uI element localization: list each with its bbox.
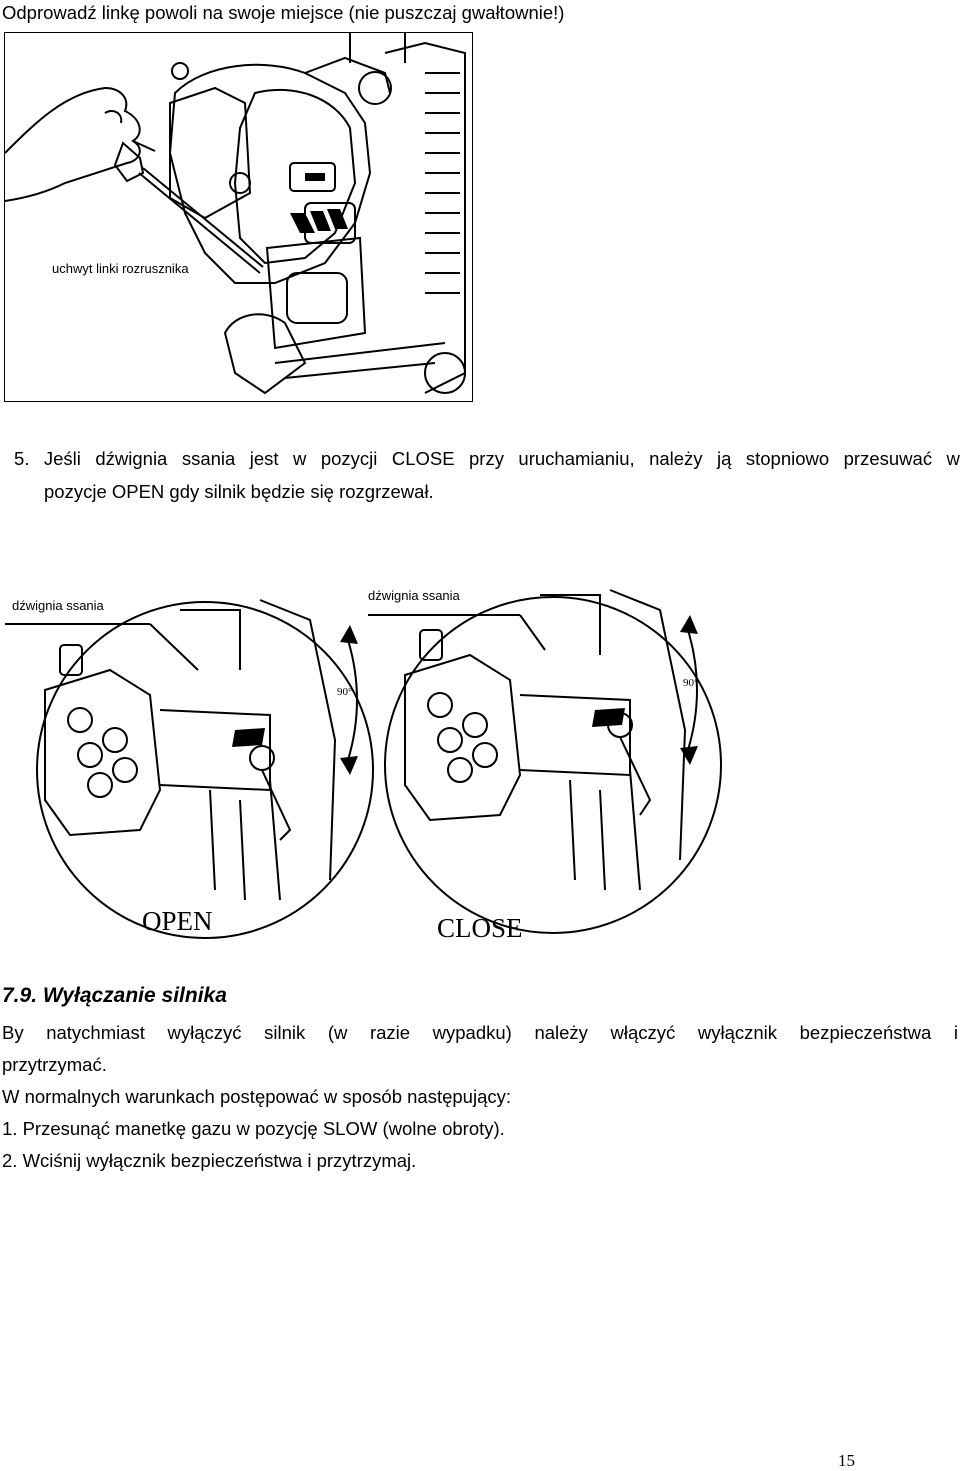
list-item-1: 1. Przesunąć manetkę gazu w pozycję SLOW… (2, 1118, 505, 1139)
word: By (2, 1022, 24, 1043)
word: 5. (14, 448, 30, 469)
close-angle-label: 90° (683, 677, 698, 689)
word: przy (469, 448, 504, 469)
word: w (946, 448, 960, 469)
word: pozycji (320, 448, 378, 469)
paragraph1-line2: przytrzymać. (2, 1054, 107, 1075)
choke-lever-label-right: dźwignia ssania (368, 588, 461, 603)
word: wyłączyć (167, 1022, 242, 1043)
close-detail-circle (384, 596, 722, 934)
word: przesuwać (843, 448, 933, 469)
word: dźwignia (95, 448, 168, 469)
engine-starter-illustration: uchwyt linki rozrusznika (4, 33, 466, 395)
choke-lever-figure: dźwignia ssania dźwignia ssania 90° 90° … (0, 540, 960, 980)
starter-handle-label: uchwyt linki rozrusznika (52, 261, 189, 276)
word: natychmiast (46, 1022, 145, 1043)
word: uruchamianiu, (518, 448, 635, 469)
word: w (293, 448, 307, 469)
word: ją (717, 448, 732, 469)
word: stopniowo (745, 448, 830, 469)
paragraph2: W normalnych warunkach postępować w spos… (2, 1086, 512, 1107)
close-caption: CLOSE (437, 913, 523, 943)
open-caption: OPEN (142, 906, 213, 936)
choke-lever-illustration: dźwignia ssania dźwignia ssania 90° 90° … (5, 588, 722, 943)
paragraph1-line1: By natychmiast wyłączyć silnik (w razie wypadk… (2, 1022, 958, 1044)
word: wypadku) (432, 1022, 512, 1043)
word: Jeśli (43, 448, 81, 469)
word: jest (249, 448, 279, 469)
choke-lever-label-left: dźwignia ssania (12, 598, 105, 613)
word: (w (327, 1022, 348, 1043)
open-detail-circle (36, 601, 374, 939)
word: silnik (264, 1022, 306, 1043)
section-heading: 7.9. Wyłączanie silnika (2, 984, 227, 1007)
word: i (953, 1022, 958, 1043)
word: włączyć (610, 1022, 676, 1043)
page-number: 15 (838, 1451, 855, 1470)
word: należy (649, 448, 703, 469)
open-angle-label: 90° (337, 686, 352, 698)
word: wyłącznik (697, 1022, 778, 1043)
starter-figure: uchwyt linki rozrusznika (4, 32, 473, 402)
list-item-2: 2. Wciśnij wyłącznik bezpieczeństwa i pr… (2, 1150, 417, 1171)
word: należy (534, 1022, 588, 1043)
word: ssania (181, 448, 236, 469)
word: CLOSE (391, 448, 455, 469)
intro-text: Odprowadź linkę powoli na swoje miejsce … (2, 2, 565, 23)
step5-line2: pozycje OPEN gdy silnik będzie się rozgr… (44, 481, 434, 502)
word: bezpieczeństwa (799, 1022, 932, 1043)
word: razie (369, 1022, 411, 1043)
